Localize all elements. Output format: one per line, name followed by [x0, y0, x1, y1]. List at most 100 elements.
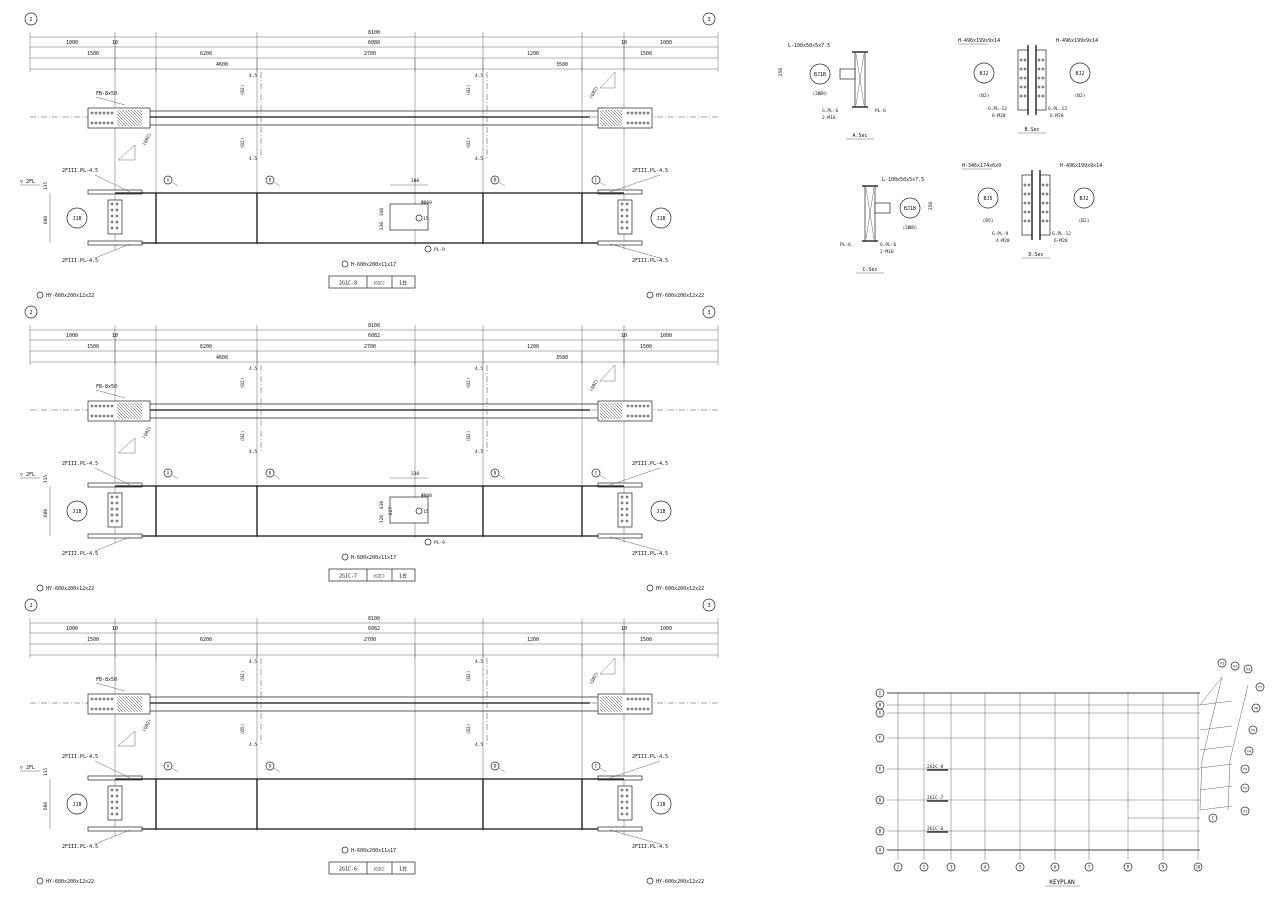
grid-tag-text: A [167, 763, 170, 768]
keyplan-col-tag-circle [946, 862, 956, 872]
grid-tag-circle [591, 175, 601, 185]
hatch-line [118, 402, 136, 420]
hatch-line [116, 403, 133, 420]
grid-tag-circle [163, 175, 173, 185]
grid-tag-text: B [494, 470, 497, 475]
side-left: HY-600x200x12x22 [46, 586, 94, 592]
axis-bubble-right-circle [702, 598, 716, 612]
section-col-x [855, 53, 865, 106]
hatch-line [121, 109, 139, 127]
dim-sub-mid: 6082 [368, 626, 380, 632]
dim-bay5: 1500 [640, 637, 652, 643]
hole-depth1: 340 [379, 208, 385, 216]
stub-top: 4.5 [249, 73, 257, 79]
skew-tag-text: Y7 [1258, 685, 1262, 689]
keyplan-row-tag-circle [875, 688, 885, 698]
keyplan-tag: 2G1C-8 [927, 764, 944, 770]
hatch-line [607, 695, 623, 711]
axis-bubble-left-text: 2 [29, 310, 32, 316]
joint-bubble-left-text: J1B [72, 216, 81, 222]
skew-tag-circle [1230, 661, 1240, 671]
beam-label: H-600x200x11x17 [351, 262, 396, 268]
section-left-gpl: G.PL-12 [988, 106, 1007, 112]
brace-tag-top: (B2) [466, 378, 472, 389]
hatch-line [616, 109, 623, 116]
hatch-line [118, 109, 136, 127]
brace-tag-bot: (B5) [240, 724, 246, 735]
hatch-line [599, 406, 613, 420]
dim-bay4: 1200 [527, 637, 539, 643]
flange-top-right [597, 482, 643, 488]
dim-sub-right: 1000 [660, 333, 672, 339]
skew-tag-text: Y6 [1254, 706, 1258, 710]
hatch-line [116, 696, 133, 713]
grid-tag-circle [490, 468, 500, 478]
skew-tag-text: Y2 [1243, 786, 1247, 790]
keyplan-col-tag-text: 3 [950, 864, 953, 869]
hatch-line [130, 402, 143, 415]
hole-r: 15 [423, 509, 429, 515]
hatch-line [116, 406, 130, 420]
section-left-sub: (B5) [983, 218, 994, 224]
dim-sub-mid: 6082 [368, 333, 380, 339]
title-box [328, 861, 416, 875]
title-qty: (G1C) [373, 574, 385, 579]
dim-sub-right: 1000 [660, 40, 672, 46]
hatch-line [136, 402, 143, 409]
fill-bot-right: 2FIII.PL-4.5 [632, 551, 668, 557]
keyplan-col-tag-circle [1158, 862, 1168, 872]
dim-bay2: 6200 [200, 344, 212, 350]
grid-tag-text: A [167, 470, 170, 475]
fill-top-right: 2FIII.PL-4.5 [632, 461, 668, 467]
section-right-beam: H-496x199x9x14 [1060, 163, 1102, 169]
hatch-line [599, 699, 613, 713]
skew-tag-circle [1255, 682, 1265, 692]
hatch-line [599, 412, 607, 420]
hatch-line [136, 109, 143, 116]
axis-bubble-right-circle [702, 305, 716, 319]
fb-leader [95, 96, 126, 106]
keyplan-tag: 2G1C-7 [927, 795, 944, 801]
section-bolts: 2-M16 [822, 115, 836, 121]
side-bubble-circle [646, 877, 654, 885]
skew [1199, 676, 1223, 706]
floor-level: ▽ 2FL [20, 179, 35, 185]
keyplan-col-tag-text: 8 [1127, 864, 1130, 869]
hatch-line [116, 702, 127, 713]
stub-bot: 4.5 [475, 449, 483, 455]
splice-hatch-left [116, 695, 143, 713]
brace-tag-top: (B2) [466, 85, 472, 96]
fill-top-left: 2FIII.PL-4.5 [62, 168, 98, 174]
fill-leader [609, 174, 661, 193]
height-lower: 600 [43, 216, 49, 224]
brace-diag-left [117, 730, 136, 747]
hatch-line [599, 696, 616, 713]
skew-row [1199, 785, 1233, 791]
dim-bay2: 6200 [200, 51, 212, 57]
section-right-gpl: G.PL-12 [1048, 106, 1067, 112]
section-member-text: BJ1B [904, 206, 916, 212]
skew-row [1199, 805, 1233, 811]
section-member-circle [809, 63, 831, 85]
joint-bubble-left-text: J1B [72, 802, 81, 808]
keyplan-row-tag-circle [875, 708, 885, 718]
hatch-line [136, 695, 143, 702]
brace-diag-left [117, 437, 136, 454]
brace-tag-bot: (B2) [466, 138, 472, 149]
side-left: HY-600x200x12x22 [46, 293, 94, 299]
keyplan-extra-tag-circle [1208, 813, 1218, 823]
keyplan-row-tag-text: H [879, 702, 882, 707]
side-left: HY-600x200x12x22 [46, 879, 94, 885]
grid-tag-leader [599, 181, 607, 187]
fb-label: FB-8x50 [96, 677, 117, 683]
hatch-line [127, 695, 143, 711]
hatch-line [599, 409, 610, 420]
hatch-line [607, 109, 623, 125]
fill-leader [94, 536, 131, 552]
fill-top-right: 2FIII.PL-4.5 [632, 168, 668, 174]
brace-tag-top: (B2) [240, 378, 246, 389]
splice-hatch-left [116, 402, 143, 420]
flange-bot-right [597, 826, 643, 832]
hatch-tag-left: (GB2) [141, 425, 153, 440]
flange-bot-left [87, 240, 143, 246]
